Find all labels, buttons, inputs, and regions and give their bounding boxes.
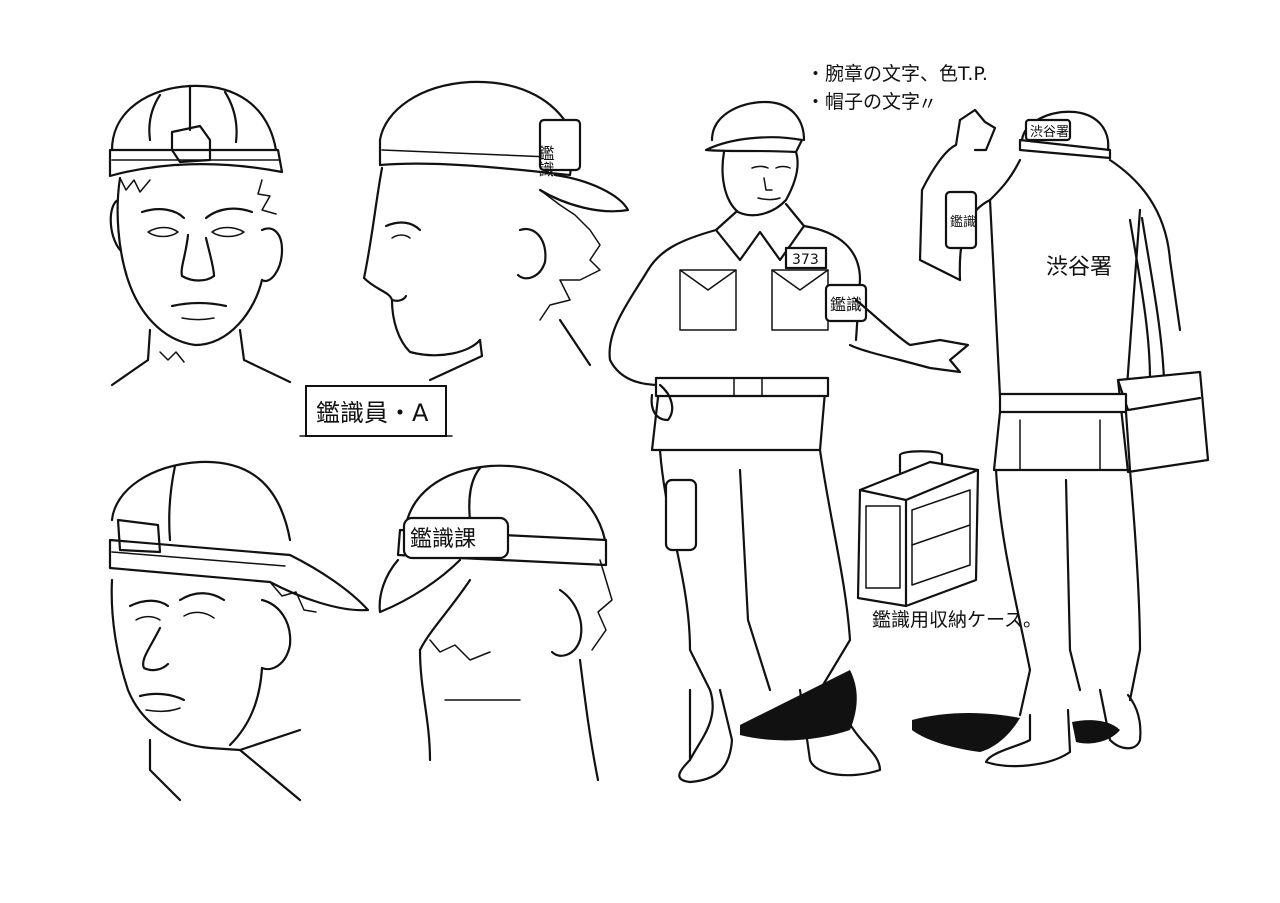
note-armband: ・腕章の文字、色T.P. xyxy=(806,63,988,85)
body-back-view: 渋谷署 鑑識 渋谷署 xyxy=(912,108,1210,768)
head-back-view: 鑑識課 xyxy=(378,464,613,782)
badge-number: 373 xyxy=(792,252,819,268)
head-front-view xyxy=(108,84,292,387)
head-three-quarter-view xyxy=(108,460,370,802)
armband-front-text: 鑑識 xyxy=(830,295,862,314)
character-label: 鑑識員・A xyxy=(316,399,429,427)
note-ditto: 〃 xyxy=(918,93,937,115)
armband-back-text: 鑑識 xyxy=(950,214,976,230)
case-caption: 鑑識用収納ケース。 xyxy=(872,609,1042,631)
character-label-box: 鑑識員・A xyxy=(299,385,453,437)
body-front-view: 373 鑑識 xyxy=(608,100,970,784)
design-notes: ・腕章の文字、色T.P. ・帽子の文字 〃 xyxy=(806,63,988,115)
head-side-view: 鑑識 xyxy=(362,80,630,382)
back-text: 渋谷署 xyxy=(1046,255,1112,280)
note-cap: ・帽子の文字 xyxy=(806,91,920,113)
cap-side-text: 鑑識 xyxy=(536,145,555,178)
cap-back-text: 鑑識課 xyxy=(410,527,476,552)
evidence-case: 鑑識用収納ケース。 xyxy=(856,450,1042,631)
cap-rear-text: 渋谷署 xyxy=(1030,125,1069,140)
